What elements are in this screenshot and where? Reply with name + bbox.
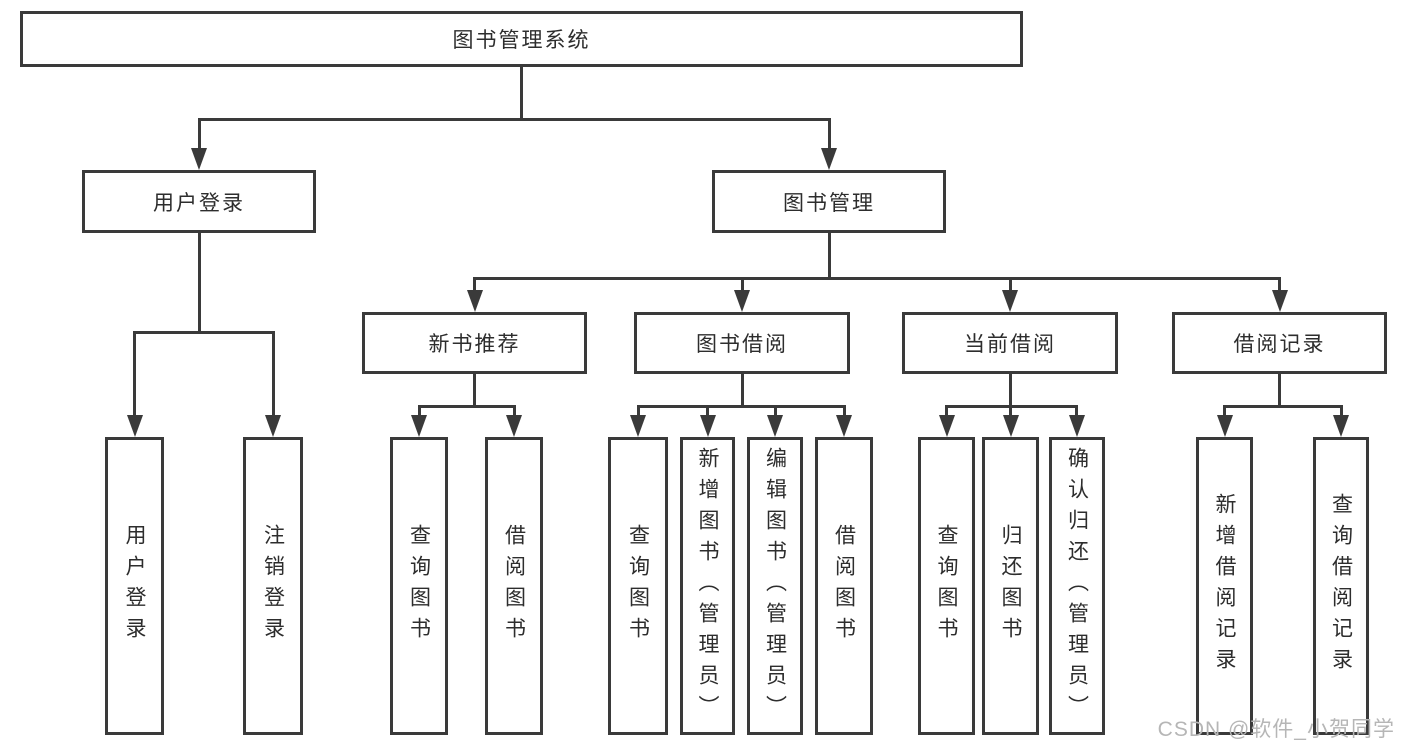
arrowhead-down-icon [700, 415, 716, 437]
node-current-borrow: 当前借阅 [902, 312, 1118, 374]
leaf-add-book-admin: 新增图书（管理员） [680, 437, 735, 735]
leaf-logout: 注销登录 [243, 437, 303, 735]
arrowhead-down-icon [767, 415, 783, 437]
arrowhead-down-icon [1272, 290, 1288, 312]
node-user-login: 用户登录 [82, 170, 316, 233]
edge-drop-rec-borrow [513, 405, 516, 415]
leaf-rec-borrow-book-label: 借阅图书 [502, 524, 526, 648]
arrowhead-down-icon [467, 290, 483, 312]
edge-drop-leaf-logout [272, 331, 275, 415]
edge-user-login-hbar [133, 331, 275, 334]
edge-book-mgmt-stem [828, 233, 831, 279]
node-current-borrow-label: 当前借阅 [964, 333, 1056, 356]
leaf-rec-query-book: 查询图书 [390, 437, 448, 735]
edge-drop-book-management [828, 118, 831, 148]
edge-book-borrow-hbar [637, 405, 845, 408]
leaf-rec-query-book-label: 查询图书 [407, 524, 431, 648]
arrowhead-down-icon [1002, 290, 1018, 312]
node-borrow-record-label: 借阅记录 [1233, 333, 1326, 356]
edge-drop-cb-return [1009, 405, 1012, 415]
leaf-edit-book-admin: 编辑图书（管理员） [747, 437, 803, 735]
arrowhead-down-icon [127, 415, 143, 437]
leaf-borrow-query-book: 查询图书 [608, 437, 668, 735]
arrowhead-down-icon [411, 415, 427, 437]
node-book-management: 图书管理 [712, 170, 946, 233]
edge-recommend-hbar [418, 405, 516, 408]
node-new-book-recommend: 新书推荐 [362, 312, 587, 374]
edge-current-borrow-stem [1009, 374, 1012, 408]
edge-drop-user-login [198, 118, 201, 148]
edge-drop-bb-edit [774, 405, 777, 415]
edge-drop-current-borrow [1009, 277, 1012, 290]
node-book-borrow-label: 图书借阅 [696, 333, 788, 356]
edge-drop-cb-query [945, 405, 948, 415]
watermark: CSDN @软件_小贺同学 [1157, 718, 1395, 741]
leaf-current-query-book-label: 查询图书 [935, 524, 959, 648]
leaf-return-book: 归还图书 [982, 437, 1039, 735]
arrowhead-down-icon [734, 290, 750, 312]
edge-drop-br-query [1340, 405, 1343, 415]
arrowhead-down-icon [1003, 415, 1019, 437]
edge-book-mgmt-hbar [473, 277, 1280, 280]
node-root: 图书管理系统 [20, 11, 1023, 67]
leaf-return-book-label: 归还图书 [999, 524, 1023, 648]
edge-root-hbar [198, 118, 831, 121]
edge-drop-cb-confirm [1075, 405, 1078, 415]
arrowhead-down-icon [191, 148, 207, 170]
node-book-borrow: 图书借阅 [634, 312, 850, 374]
edge-drop-borrow-record [1278, 277, 1281, 290]
node-root-label: 图书管理系统 [452, 29, 591, 52]
leaf-add-borrow-record-label: 新增借阅记录 [1213, 493, 1237, 679]
edge-drop-new-book-recommend [473, 277, 476, 290]
edge-drop-rec-query [418, 405, 421, 415]
arrowhead-down-icon [265, 415, 281, 437]
edge-book-borrow-stem [741, 374, 744, 408]
leaf-add-book-admin-label: 新增图书（管理员） [696, 446, 720, 726]
edge-drop-br-add [1223, 405, 1226, 415]
edge-recommend-stem [473, 374, 476, 408]
edge-user-login-stem [198, 233, 201, 334]
leaf-borrow-book: 借阅图书 [815, 437, 873, 735]
edge-root-stem [520, 67, 523, 119]
leaf-user-login: 用户登录 [105, 437, 164, 735]
arrowhead-down-icon [1333, 415, 1349, 437]
node-new-book-recommend-label: 新书推荐 [428, 333, 521, 356]
leaf-query-borrow-record: 查询借阅记录 [1313, 437, 1369, 735]
leaf-add-borrow-record: 新增借阅记录 [1196, 437, 1253, 735]
arrowhead-down-icon [1217, 415, 1233, 437]
edge-drop-bb-borrow [843, 405, 846, 415]
leaf-borrow-book-label: 借阅图书 [832, 524, 856, 648]
leaf-current-query-book: 查询图书 [918, 437, 975, 735]
leaf-edit-book-admin-label: 编辑图书（管理员） [763, 446, 787, 726]
arrowhead-down-icon [630, 415, 646, 437]
leaf-confirm-return-admin-label: 确认归还（管理员） [1065, 446, 1089, 726]
arrowhead-down-icon [939, 415, 955, 437]
leaf-confirm-return-admin: 确认归还（管理员） [1049, 437, 1105, 735]
leaf-user-login-label: 用户登录 [123, 524, 147, 648]
node-borrow-record: 借阅记录 [1172, 312, 1387, 374]
edge-borrow-record-hbar [1223, 405, 1342, 408]
leaf-rec-borrow-book: 借阅图书 [485, 437, 543, 735]
arrowhead-down-icon [1069, 415, 1085, 437]
node-book-management-label: 图书管理 [783, 191, 875, 215]
edge-drop-book-borrow [741, 277, 744, 290]
edge-drop-leaf-user-login [133, 331, 136, 415]
leaf-query-borrow-record-label: 查询借阅记录 [1329, 493, 1353, 679]
arrowhead-down-icon [836, 415, 852, 437]
edge-drop-bb-add [706, 405, 709, 415]
edge-borrow-record-stem [1278, 374, 1281, 408]
arrowhead-down-icon [506, 415, 522, 437]
node-user-login-label: 用户登录 [153, 191, 245, 215]
edge-drop-bb-query [637, 405, 640, 415]
arrowhead-down-icon [821, 148, 837, 170]
leaf-logout-label: 注销登录 [261, 524, 285, 648]
leaf-borrow-query-book-label: 查询图书 [626, 524, 650, 648]
